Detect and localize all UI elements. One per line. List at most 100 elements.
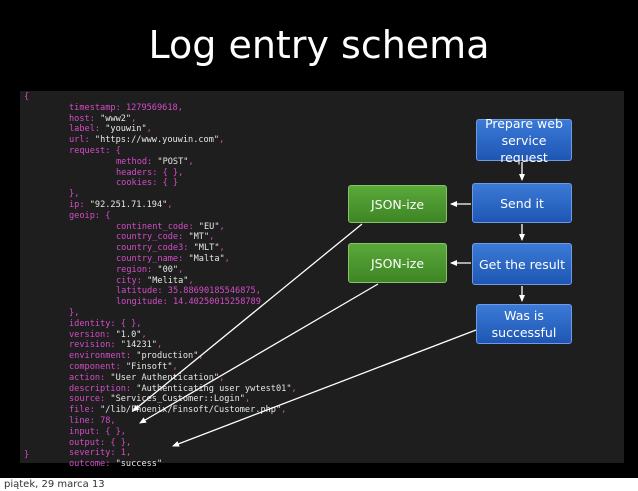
code-value: "success" (115, 459, 163, 470)
code-value: "/lib/Phoenix/Finsoft/Customer.php" (100, 405, 282, 416)
jsonize-box-2: JSON-ize (348, 243, 447, 283)
code-value: 35.88690185546875 (167, 286, 256, 297)
code-line-end: , (167, 200, 173, 210)
code-key: description (69, 383, 126, 394)
code-line-end: , (224, 254, 230, 264)
code-key: source (69, 394, 101, 405)
code-line-end: , (178, 264, 184, 275)
code-value: { (105, 210, 111, 221)
code-value: "Authenticating user ywtest01" (136, 383, 292, 394)
code-value: "production" (136, 351, 199, 362)
code-key: city (116, 275, 137, 286)
code-open-brace: { (24, 92, 30, 102)
code-value: "MT" (188, 232, 210, 243)
code-key: region (116, 264, 148, 275)
code-value: "Melita" (147, 275, 189, 286)
code-value: "www2" (100, 113, 132, 124)
code-line: line: 78, (69, 416, 116, 426)
code-line: headers: { }, (116, 167, 184, 178)
code-line-end: , (131, 113, 137, 124)
flow-arrows (132, 162, 525, 447)
code-line: timestamp: 1279569618, (69, 102, 183, 113)
code-value: "User Authentication" (110, 372, 220, 383)
code-line-end: , (291, 383, 297, 394)
code-key: url (69, 135, 85, 146)
code-line: file: "/lib/Phoenix/Finsoft/Customer.php… (69, 405, 287, 416)
code-value: "14231" (120, 340, 157, 351)
code-line: url: "https://www.youwin.com", (69, 135, 225, 146)
code-line: action: "User Authentication", (69, 372, 225, 383)
code-line: }, (69, 308, 79, 319)
code-value: "1.0" (115, 329, 142, 340)
code-key: ip (69, 200, 80, 210)
jsonize-label-2: JSON-ize (370, 255, 425, 271)
code-value: } (69, 189, 75, 200)
code-value: { } (162, 178, 179, 189)
code-line: longitude: 14.40250015258789 (116, 297, 261, 308)
code-line-end: , (281, 405, 287, 416)
code-value: 14.40250015258789 (172, 297, 261, 308)
code-line: outcome: "success" (69, 459, 163, 470)
code-value: { } (162, 167, 179, 178)
code-key: identity (69, 318, 111, 329)
code-key: revision (69, 340, 111, 351)
code-value: "Malta" (188, 254, 225, 264)
code-line-end: , (255, 286, 261, 297)
code-line: component: "Finsoft", (69, 362, 178, 372)
code-line-end: , (146, 124, 152, 135)
was-successful-box: Was is successful (476, 304, 572, 344)
arrow-jsonize2-to-output (139, 283, 379, 424)
code-key: country_name (116, 254, 179, 264)
code-line: request: { (69, 146, 121, 156)
code-key: country_code (116, 232, 179, 243)
code-line: label: "youwin", (69, 124, 152, 135)
code-key: cookies (116, 178, 153, 189)
code-line-end: , (172, 362, 178, 372)
code-value: "00" (157, 264, 179, 275)
code-key: outcome (69, 459, 106, 470)
slide: Log entry schema { timestamp: 1279569618… (0, 0, 638, 478)
jsonize-label-1: JSON-ize (370, 196, 425, 212)
code-line: version: "1.0", (69, 329, 147, 340)
code-key: version (69, 329, 106, 340)
code-key: component (69, 362, 116, 372)
code-line: description: "Authenticating user ywtest… (69, 383, 297, 394)
arrow-jsonize1-to-input (132, 223, 363, 412)
footer-date: piątek, 29 marca 13 (4, 479, 105, 490)
code-line: host: "www2", (69, 113, 137, 124)
code-line-end: , (110, 416, 116, 426)
code-line-end: , (136, 318, 142, 329)
code-line-end: , (244, 394, 251, 405)
code-key: country_code3 (116, 243, 184, 254)
code-key: action (69, 372, 101, 383)
code-line: input: { }, (69, 426, 126, 437)
code-value: "92.251.71.194" (89, 200, 168, 210)
code-close-brace: } (24, 450, 30, 460)
code-value: } (69, 308, 75, 318)
code-line-end: , (209, 232, 215, 243)
code-key: request (69, 146, 106, 156)
code-line: geoip: { (69, 210, 111, 221)
code-line: latitude: 35.88690185546875, (116, 286, 261, 297)
code-value: "MLT" (193, 243, 220, 254)
prepare-request-label: Prepare web service request (485, 115, 563, 165)
code-value: "youwin" (105, 124, 147, 135)
code-line: method: "POST", (116, 156, 194, 167)
code-line-end: , (219, 221, 225, 232)
code-value: "https://www.youwin.com" (94, 135, 220, 146)
code-line-end: , (74, 189, 80, 200)
code-key: host (69, 113, 90, 124)
code-value: { } (120, 318, 137, 329)
code-line: identity: { }, (69, 318, 142, 329)
code-line: severity: 1, (69, 448, 132, 459)
code-value: "Services_Customer::Login" (110, 394, 245, 405)
code-line: city: "Melita", (116, 275, 194, 286)
code-key: label (69, 124, 95, 135)
code-line: revision: "14231", (69, 340, 163, 351)
code-line-end: , (156, 340, 163, 351)
code-line-end: , (178, 167, 184, 178)
code-key: timestamp (69, 102, 116, 113)
code-value: "POST" (157, 156, 189, 167)
arrow-was-to-outcome (172, 329, 477, 447)
code-line-end: , (125, 448, 132, 459)
